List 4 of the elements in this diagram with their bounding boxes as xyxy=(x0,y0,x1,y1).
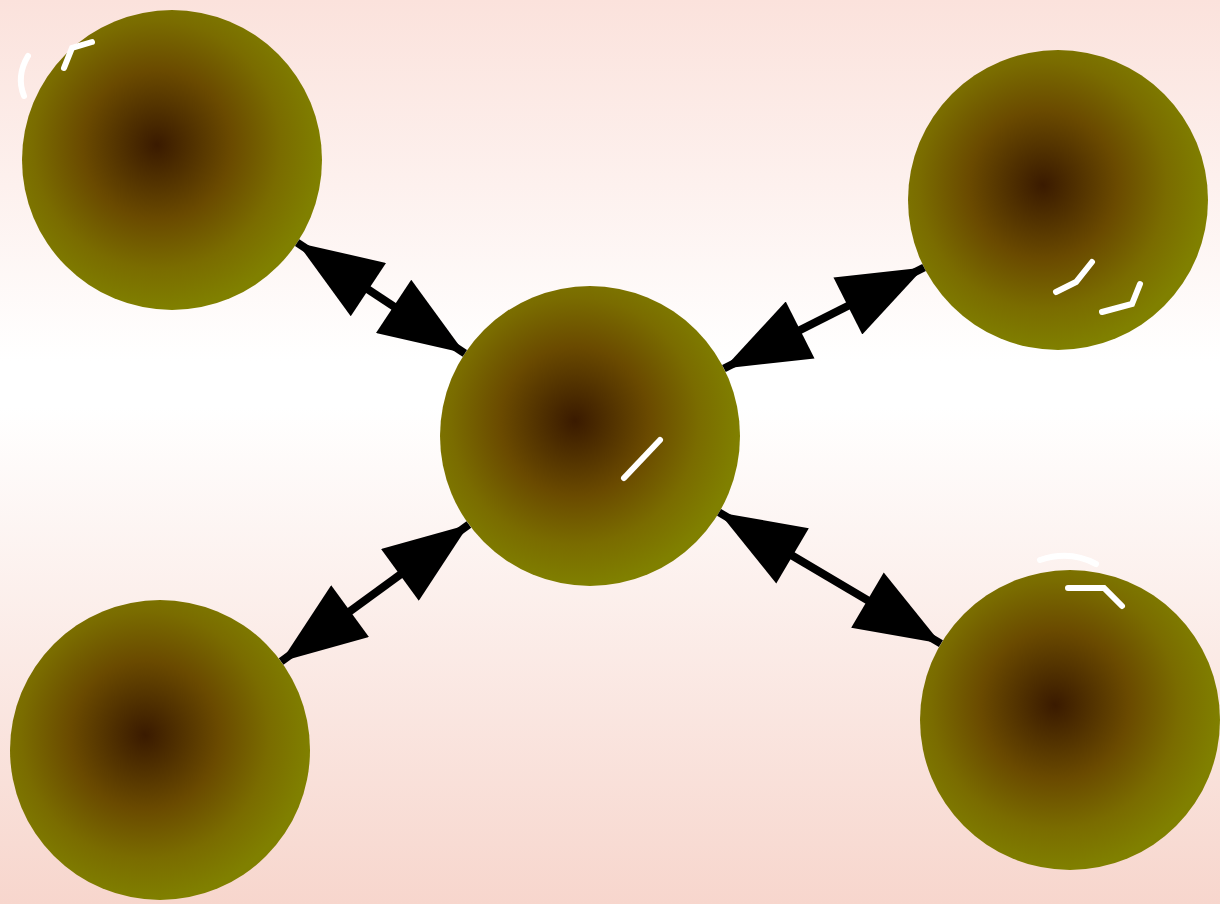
double-arrow xyxy=(717,508,943,648)
double-arrow xyxy=(722,263,926,373)
double-arrow xyxy=(294,239,468,357)
double-arrow xyxy=(278,521,472,665)
